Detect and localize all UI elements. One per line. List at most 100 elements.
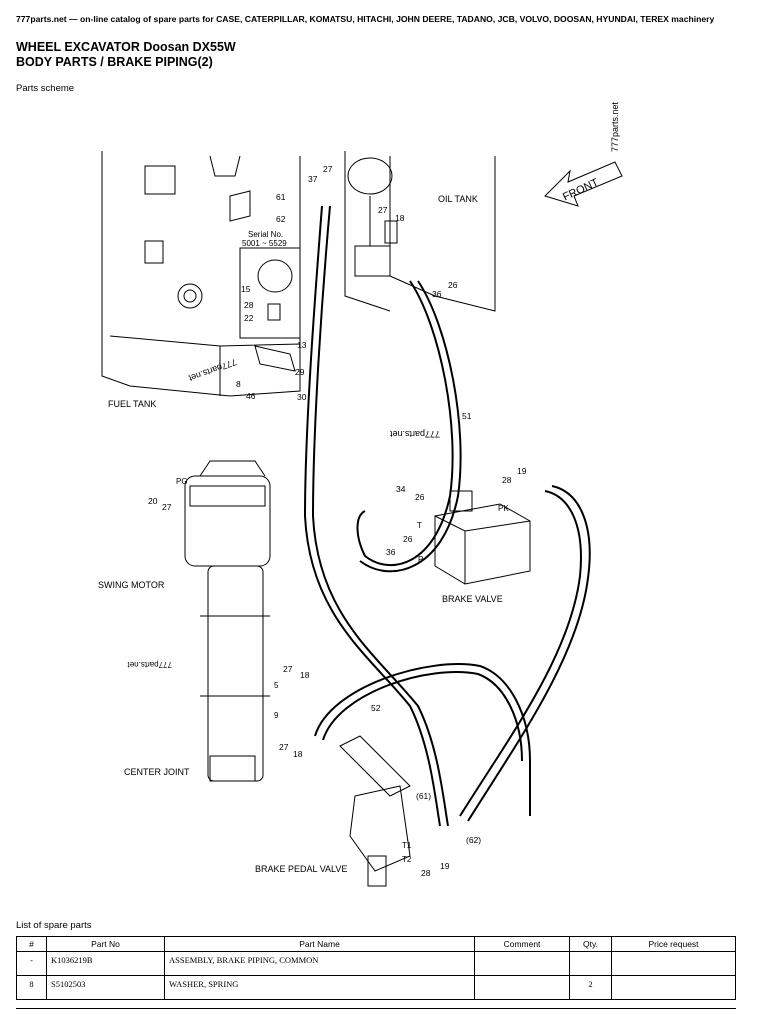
col-header-price-request: Price request [611, 936, 736, 952]
port-t: T [417, 521, 422, 530]
tank-port [177, 283, 203, 309]
swing-motor [184, 475, 271, 567]
label-serial-no: Serial No. [248, 230, 283, 239]
watermark-3: 777parts.net [187, 357, 238, 384]
label-center-joint: CENTER JOINT [124, 767, 190, 777]
callout: 61 [276, 192, 286, 202]
cell-comment [474, 975, 570, 1000]
port-pk: PK [498, 504, 509, 513]
label-brake-pedal-valve: BRAKE PEDAL VALVE [255, 864, 347, 874]
cell-price-request[interactable] [611, 951, 736, 976]
tank-bracket [144, 165, 176, 195]
port-t1: T1 [402, 841, 412, 850]
callout: 26 [448, 280, 458, 290]
tank-bracket-2 [144, 240, 164, 264]
callout: 28 [502, 475, 512, 485]
fuel-tank-outline [101, 151, 301, 397]
callout: 62 [276, 214, 286, 224]
callout: 27 [162, 502, 172, 512]
callout: 26 [415, 492, 425, 502]
front-arrow [544, 161, 623, 207]
callout: 20 [148, 496, 158, 506]
page-title-model: WHEEL EXCAVATOR Doosan DX55W [16, 40, 236, 54]
callout: 52 [371, 703, 381, 713]
center-joint [207, 565, 264, 782]
table-row: - K1036219B ASSEMBLY, BRAKE PIPING, COMM… [16, 951, 736, 976]
hose-52 [314, 663, 531, 816]
col-header-qty: Qty. [569, 936, 612, 952]
col-header-part-no: Part No [46, 936, 165, 952]
callout: 27 [378, 205, 388, 215]
callout: 19 [517, 466, 527, 476]
label-serial-range: 5001 ~ 5529 [242, 239, 287, 248]
watermark: 777parts.net [610, 101, 620, 152]
port-t2: T2 [402, 855, 412, 864]
callout: 28 [244, 300, 254, 310]
parts-scheme-diagram: OIL TANK FUEL TANK SWING MOTOR CENTER JO… [98, 101, 623, 887]
cell-qty [569, 951, 612, 976]
cell-part-name: ASSEMBLY, BRAKE PIPING, COMMON [164, 951, 475, 976]
cell-qty: 2 [569, 975, 612, 1000]
callout: 18 [300, 670, 310, 680]
parts-scheme-label: Parts scheme [16, 83, 75, 94]
callout: 27 [283, 664, 293, 674]
callout: 34 [396, 484, 406, 494]
page-title: WHEEL EXCAVATOR Doosan DX55W BODY PARTS … [16, 40, 236, 70]
callout-numbers: 27 37 61 62 27 18 26 36 15 28 22 13 8 46… [148, 164, 527, 878]
callout: 27 [279, 742, 289, 752]
front-label: FRONT [561, 177, 601, 204]
port-p: P [418, 555, 423, 564]
label-fuel-tank: FUEL TANK [108, 399, 156, 409]
port-5: 5 [274, 681, 279, 690]
bottom-divider [16, 1008, 736, 1009]
cell-part-no[interactable]: S5102503 [46, 975, 165, 1000]
callout: 19 [440, 861, 450, 871]
watermark-2: 777parts.net [389, 429, 440, 439]
accumulator [257, 259, 293, 293]
label-brake-valve: BRAKE VALVE [442, 594, 503, 604]
site-link[interactable]: 777parts.net [16, 14, 67, 24]
callout: 13 [297, 340, 307, 350]
callout: 36 [386, 547, 396, 557]
callout: 51 [462, 411, 472, 421]
callout: 22 [244, 313, 254, 323]
accumulator-box [239, 247, 301, 339]
callout: 46 [246, 391, 256, 401]
callout: 30 [297, 392, 307, 402]
brake-valve [434, 503, 531, 585]
cell-part-no[interactable]: K1036219B [46, 951, 165, 976]
spare-parts-list-label: List of spare parts [16, 920, 92, 931]
col-header-comment: Comment [474, 936, 570, 952]
table-header-row: # Part No Part Name Comment Qty. Price r… [16, 936, 736, 952]
callout: 18 [293, 749, 303, 759]
label-swing-motor: SWING MOTOR [98, 580, 165, 590]
cell-part-name: WASHER, SPRING [164, 975, 475, 1000]
callout: 26 [403, 534, 413, 544]
oil-tank-filter [347, 157, 393, 195]
table-row: 8 S5102503 WASHER, SPRING 2 [16, 975, 736, 1000]
hose-51 [303, 205, 441, 827]
callout: 36 [432, 289, 442, 299]
brake-pedal [339, 735, 411, 797]
label-oil-tank: OIL TANK [438, 194, 478, 204]
site-header: 777parts.net — on-line catalog of spare … [16, 14, 714, 24]
callout: 8 [236, 379, 241, 389]
callout: (62) [466, 835, 481, 845]
callout: 29 [295, 367, 305, 377]
col-header-part-name: Part Name [164, 936, 475, 952]
spare-parts-table: # Part No Part Name Comment Qty. Price r… [16, 936, 736, 1000]
cell-comment [474, 951, 570, 976]
cell-price-request[interactable] [611, 975, 736, 1000]
page-title-section: BODY PARTS / BRAKE PIPING(2) [16, 55, 213, 69]
callout: 18 [395, 213, 405, 223]
col-header-num: # [16, 936, 47, 952]
watermark-4: 777parts.net [127, 660, 172, 669]
callout: (61) [416, 791, 431, 801]
callout: 28 [421, 868, 431, 878]
port-9: 9 [274, 711, 279, 720]
brake-pedal-valve [349, 785, 411, 872]
cell-num: - [16, 951, 47, 976]
cell-num: 8 [16, 975, 47, 1000]
callout: 27 [323, 164, 333, 174]
callout: 15 [241, 284, 251, 294]
